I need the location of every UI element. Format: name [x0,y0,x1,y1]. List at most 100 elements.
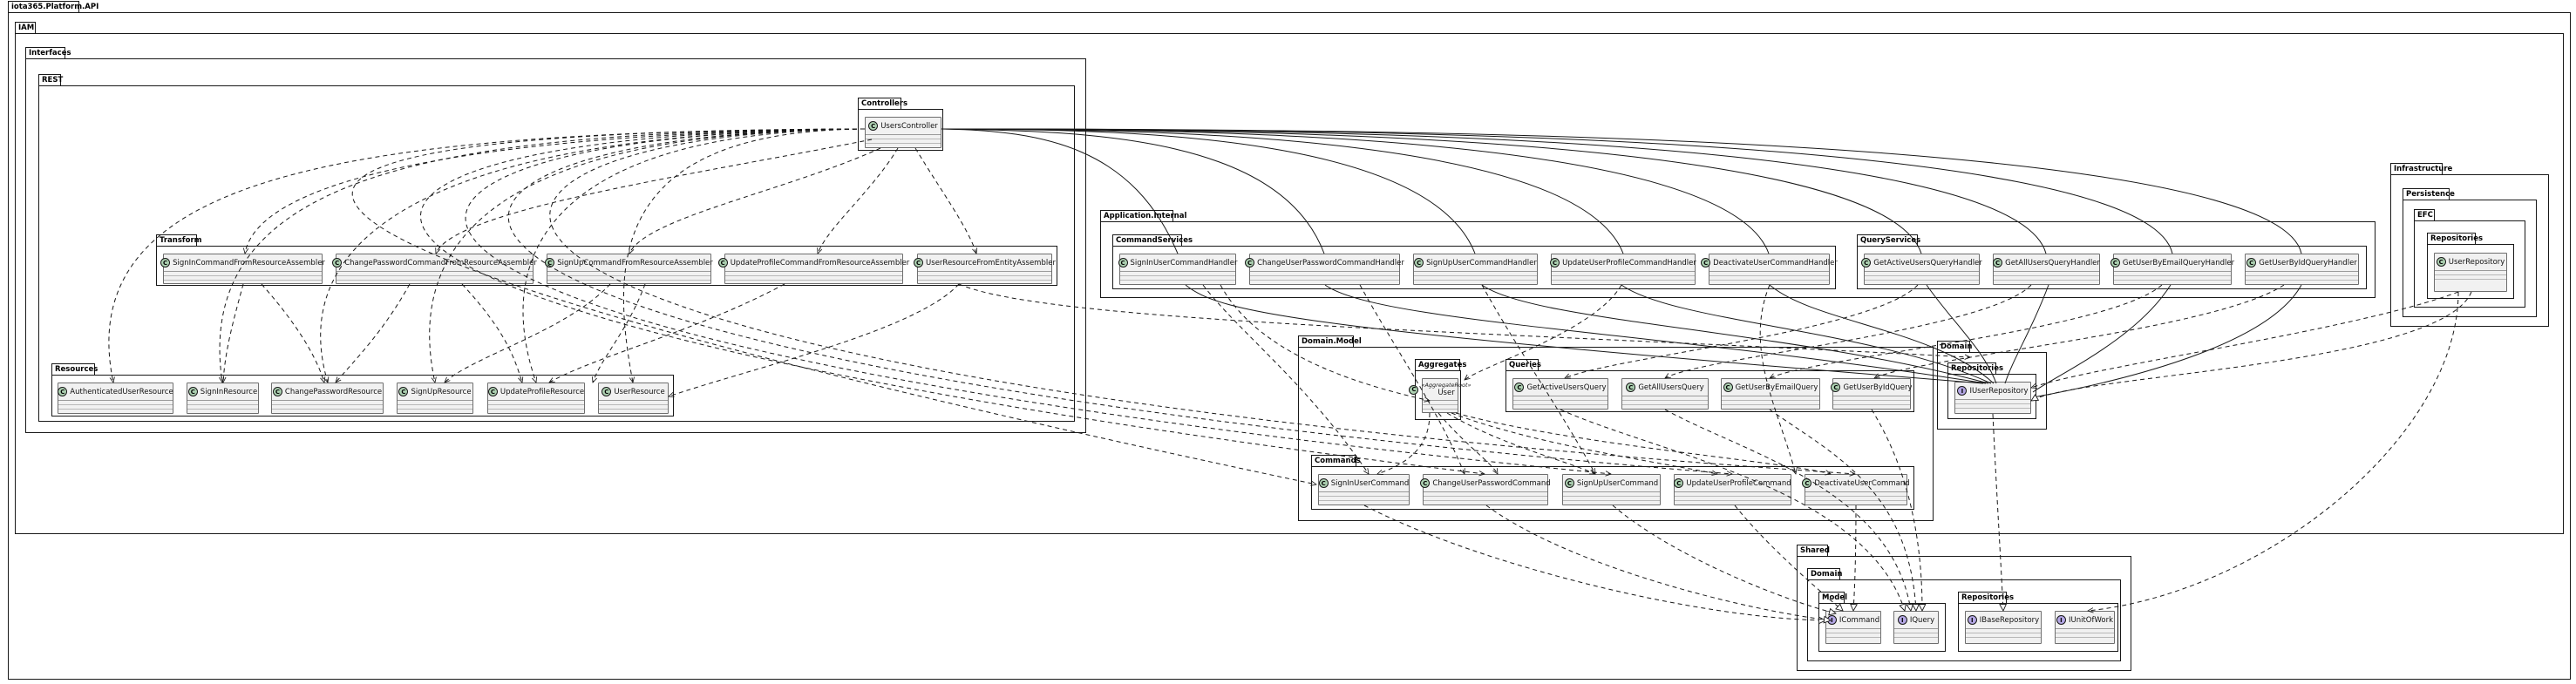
package-persistence-tab: Persistence [2403,188,2455,200]
class-name: GetAllUsersQuery [1638,383,1704,392]
interface-spot-icon: I [1957,386,1968,396]
package-application-internal-tab: Application.Internal [1100,210,1186,221]
class-name: GetActiveUsersQueryHandler [1873,258,1982,268]
class-spot-icon: C [1993,258,2003,268]
class-spot-icon: C [1723,383,1733,392]
package-infrastructure-tab: Infrastructure [2390,163,2452,174]
class-name: ChangeUserPasswordCommandHandler [1257,258,1404,268]
package-iam-domain-repositories-tab: Repositories [1947,362,2003,374]
class-name: UserRepository [2448,257,2505,267]
class-spot-icon: C [272,387,282,396]
class-spot-icon: C [58,387,68,396]
class-name: UpdateProfileCommandFromResourceAssemble… [730,258,910,268]
class-spot-icon: C [868,121,879,131]
class-spot-icon: C [1674,478,1684,488]
class-spot-icon: C [2436,257,2446,267]
class-name: UsersController [880,121,938,131]
class-spot-icon: C [1420,478,1431,488]
class-spot-icon: C [2110,258,2120,268]
class-spot-icon: C [1861,258,1872,268]
class-name: SignInUserCommand [1330,478,1410,488]
class-name: SignUpUserCommand [1576,478,1659,488]
package-shared-tab: Shared [1797,545,1830,556]
class-spot-icon: C [2246,258,2257,268]
class-spot-icon: C [160,258,171,268]
interface-spot-icon: I [1967,615,1977,625]
package-commands-tab: Commands [1311,455,1361,466]
class-spot-icon: C [1802,478,1812,488]
class-spot-icon: C [1626,383,1636,392]
package-domain-model-tab: Domain.Model [1298,335,1362,347]
package-rest-tab: REST [38,74,63,85]
class-spot-icon: C [1318,478,1329,488]
class-spot-icon: C [332,258,343,268]
package-shared-repositories-tab: Repositories [1958,592,2014,603]
class-name: SignUpResource [411,387,472,396]
package-shared-model-tab: Model [1818,592,1847,603]
class-name: UpdateUserProfileCommand [1686,478,1791,488]
class-name: GetActiveUsersQuery [1526,383,1607,392]
package-resources-tab: Resources [51,363,98,375]
class-name: UserResourceFromEntityAssembler [926,258,1056,268]
package-transform-tab: Transform [156,234,202,246]
class-spot-icon: C [1409,384,1419,395]
class-spot-icon: C [1118,258,1128,268]
class-spot-icon: C [1564,478,1574,488]
class-name: GetUserByIdQueryHandler [2259,258,2357,268]
class-name: GetUserByIdQuery [1843,383,1913,392]
package-root: iota365.Platform.API [8,1,2571,680]
interface-spot-icon: I [2056,615,2066,625]
class-spot-icon: C [1245,258,1255,268]
class-name: UpdateUserProfileCommandHandler [1562,258,1696,268]
class-user-aggregate[interactable]: C«AggregateRoot»User [1409,378,1472,413]
package-iam-tab: IAM [15,22,36,33]
class-name: SignUpUserCommandHandler [1426,258,1537,268]
class-spot-icon: C [1414,258,1424,268]
class-spot-icon: C [398,387,409,396]
class-name: UserResource [614,387,665,396]
class-spot-icon: C [487,387,498,396]
package-controllers-tab: Controllers [858,98,907,109]
package-efc-tab: EFC [2414,209,2435,220]
class-spot-icon: C [1514,383,1525,392]
class-name: DeactivateUserCommandHandler [1713,258,1838,268]
class-name: SignInUserCommandHandler [1130,258,1238,268]
